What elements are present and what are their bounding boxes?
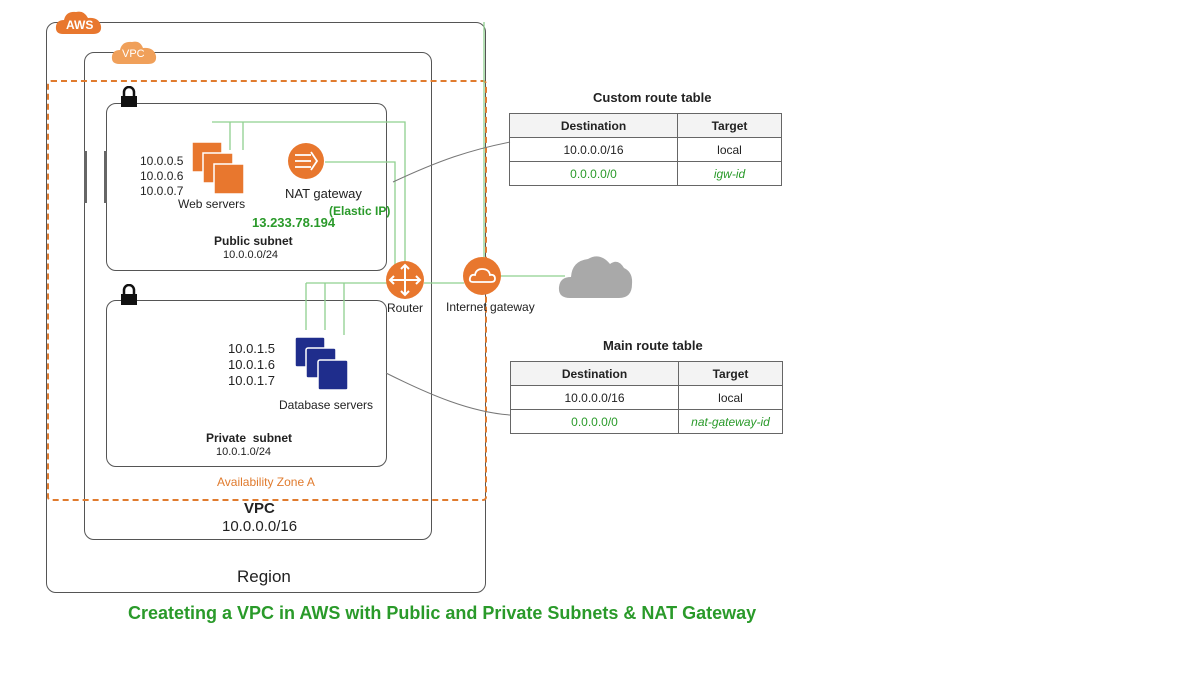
table-row: 0.0.0.0/0 nat-gateway-id — [510, 409, 783, 434]
column-header: Destination — [510, 361, 679, 386]
vpc-box — [84, 52, 432, 540]
main-route-table-title: Main route table — [603, 338, 703, 353]
internet-gateway-icon — [462, 256, 502, 301]
vpc-badge-label: VPC — [122, 48, 145, 60]
table-row: 10.0.0.0/16 local — [509, 137, 782, 162]
destination-cell: 10.0.0.0/16 — [510, 385, 679, 410]
aws-cloud-icon: AWS — [55, 8, 103, 36]
private-subnet-box — [106, 300, 387, 467]
router-label: Router — [387, 301, 424, 315]
db-server-ip: 10.0.1.5 — [228, 341, 275, 356]
lock-icon — [120, 283, 138, 311]
private-subnet-title: Private subnet — [206, 431, 293, 445]
vpc-cidr: 10.0.0.0/16 — [222, 518, 298, 535]
database-servers-icon — [294, 336, 352, 399]
target-cell: igw-id — [677, 161, 782, 186]
public-subnet-title: Public subnet — [214, 234, 293, 248]
web-server-ip: 10.0.0.7 — [140, 184, 184, 198]
private-subnet-cidr: 10.0.1.0/24 — [216, 446, 272, 458]
main-route-table: Destination Target 10.0.0.0/16 local 0.0… — [510, 361, 783, 434]
database-servers-label: Database servers — [279, 398, 374, 412]
elastic-ip-address: 13.233.78.194 — [252, 215, 336, 230]
table-header-row: Destination Target — [510, 361, 783, 386]
web-servers-label: Web servers — [178, 197, 246, 211]
web-servers-icon — [191, 141, 247, 202]
destination-cell: 0.0.0.0/0 — [510, 409, 679, 434]
vpc-title: VPC — [244, 500, 275, 517]
custom-route-table: Destination Target 10.0.0.0/16 local 0.0… — [509, 113, 782, 186]
internet-cloud-icon — [558, 250, 634, 305]
vpc-cloud-icon: VPC — [111, 38, 157, 66]
diagram-caption: Createting a VPC in AWS with Public and … — [128, 603, 757, 623]
web-server-ip: 10.0.0.5 — [140, 154, 184, 168]
lock-icon — [120, 85, 138, 113]
nat-gateway-label: NAT gateway — [285, 186, 362, 201]
web-server-ip: 10.0.0.6 — [140, 169, 184, 183]
elastic-ip-label: (Elastic IP) — [329, 204, 391, 218]
table-row: 10.0.0.0/16 local — [510, 385, 783, 410]
table-row: 0.0.0.0/0 igw-id — [509, 161, 782, 186]
column-header: Destination — [509, 113, 678, 138]
target-cell: nat-gateway-id — [678, 409, 783, 434]
custom-route-table-title: Custom route table — [593, 90, 712, 105]
target-cell: local — [678, 385, 783, 410]
public-subnet-cidr: 10.0.0.0/24 — [223, 249, 279, 261]
internet-gateway-label: Internet gateway — [446, 300, 535, 314]
aws-badge-label: AWS — [66, 18, 94, 32]
router-icon — [385, 260, 425, 305]
destination-cell: 10.0.0.0/16 — [509, 137, 678, 162]
target-cell: local — [677, 137, 782, 162]
db-server-ip: 10.0.1.6 — [228, 357, 275, 372]
destination-cell: 0.0.0.0/0 — [509, 161, 678, 186]
availability-zone-label: Availability Zone A — [217, 475, 315, 489]
column-header: Target — [677, 113, 782, 138]
db-server-ip: 10.0.1.7 — [228, 373, 275, 388]
table-header-row: Destination Target — [509, 113, 782, 138]
region-label: Region — [237, 567, 291, 586]
column-header: Target — [678, 361, 783, 386]
nat-gateway-icon — [287, 142, 325, 185]
